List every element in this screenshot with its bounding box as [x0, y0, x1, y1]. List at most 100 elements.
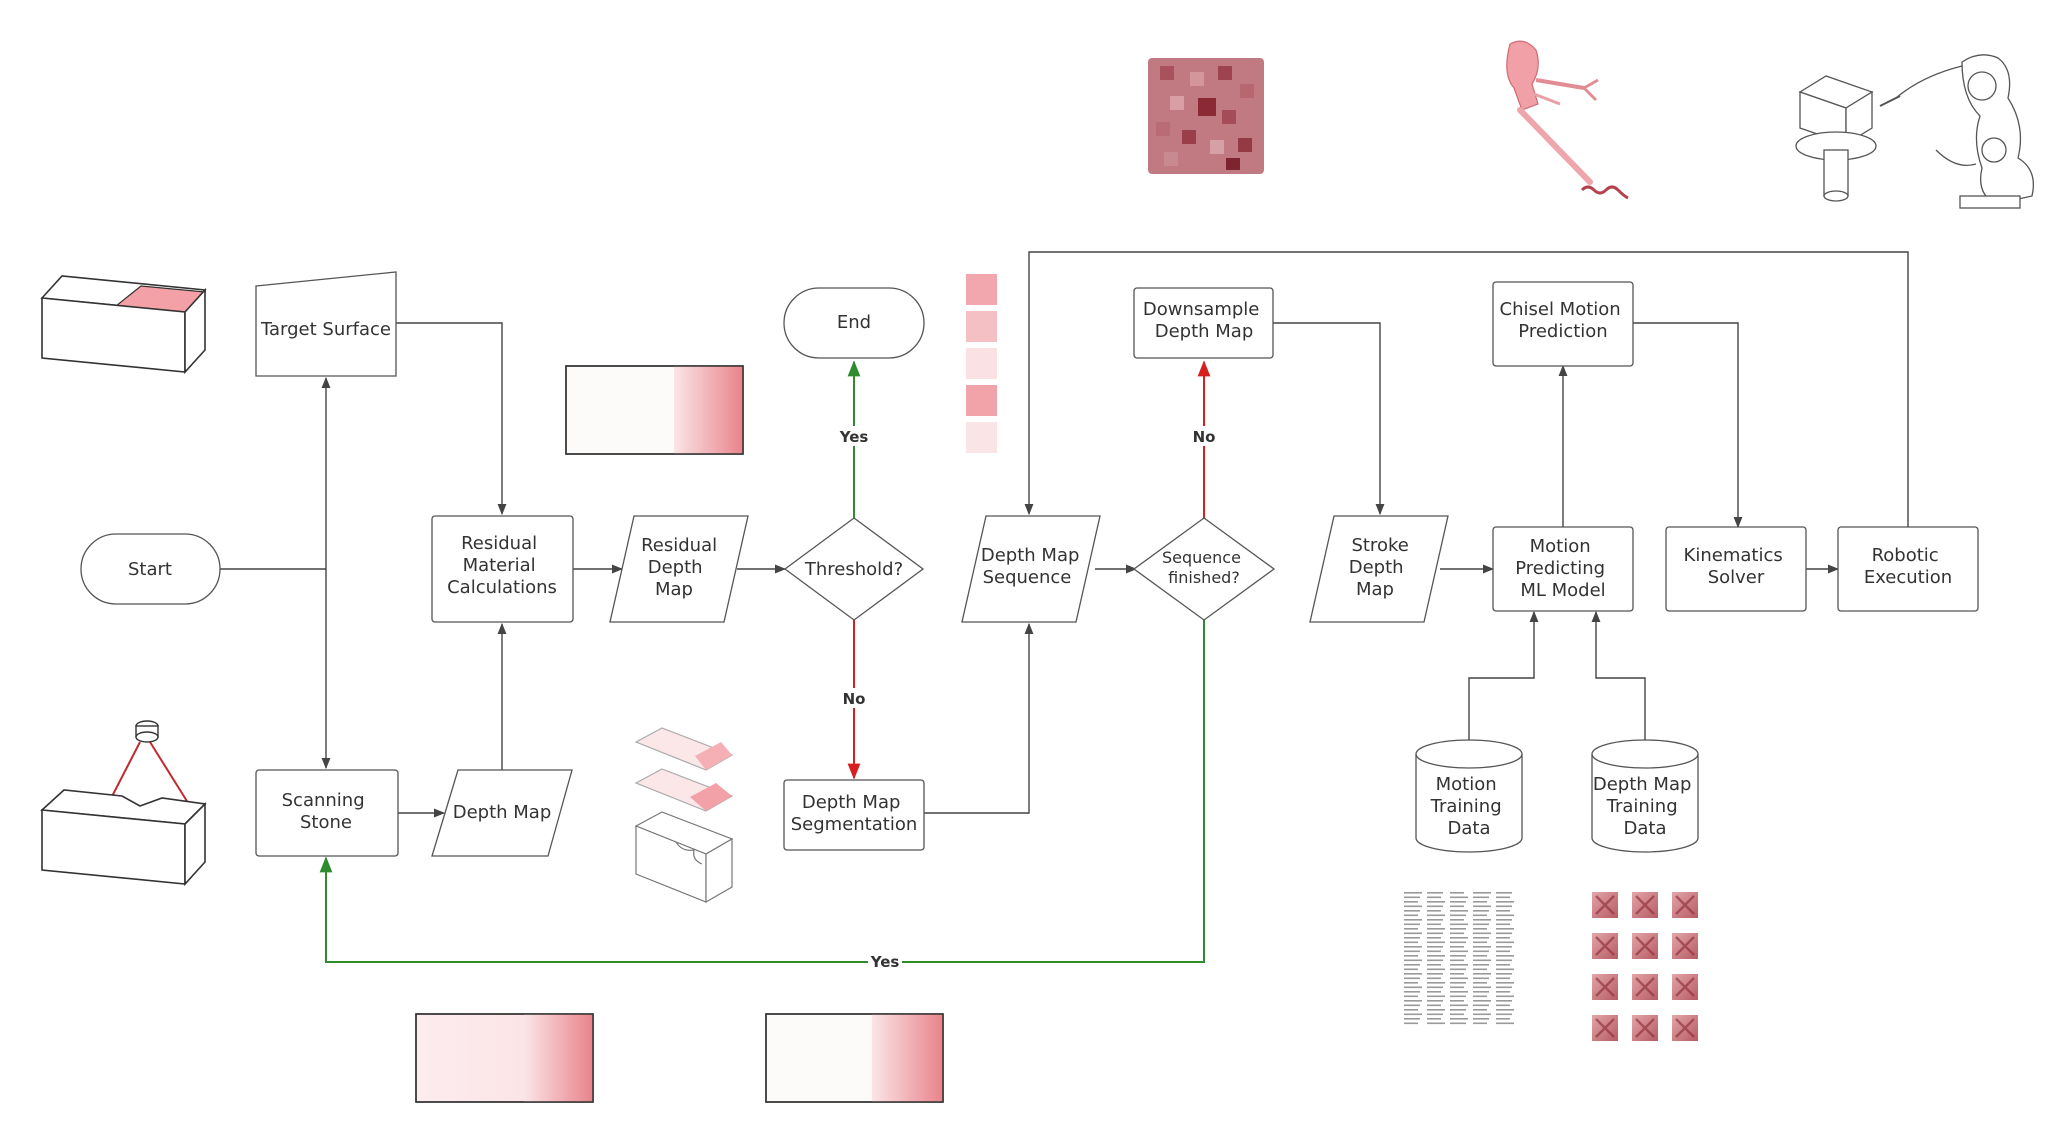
data-table-cell [1404, 1018, 1420, 1020]
data-table-cell [1450, 892, 1464, 894]
node-start-label: Start [128, 559, 172, 580]
data-table-cell [1450, 986, 1464, 989]
data-table-cell [1473, 1013, 1491, 1016]
data-table-cell [1450, 973, 1464, 975]
node-scanning-stone: Scanning Stone [255, 769, 399, 857]
data-table-cell [1404, 910, 1420, 912]
label-sequence-yes: Yes [870, 953, 900, 971]
data-table-cell [1404, 982, 1418, 984]
data-table-cell [1404, 941, 1418, 944]
data-table-cell [1473, 964, 1489, 966]
data-table-cell [1496, 977, 1510, 980]
data-table-cell [1450, 928, 1466, 930]
data-table-cell [1450, 1013, 1464, 1016]
data-table-cell [1427, 896, 1441, 899]
edge-target-residual [396, 322, 507, 516]
data-table-cell [1473, 1004, 1489, 1007]
data-table-cell [1473, 995, 1487, 998]
node-depth-map-segmentation-label: Depth Map Segmentation [791, 792, 918, 835]
data-table-cell [1427, 991, 1441, 993]
node-depth-training-data-label: Depth Map Training Data [1593, 774, 1697, 839]
data-table-cell [1473, 1009, 1487, 1011]
data-table-cell [1427, 919, 1443, 921]
data-table-cell [1450, 977, 1468, 980]
data-table-cell [1496, 914, 1514, 917]
data-table-cell [1404, 914, 1418, 917]
label-sequence-no: No [1193, 428, 1216, 446]
node-stroke-depth-map: Stroke Depth Map [1309, 515, 1449, 623]
data-table-cell [1496, 1018, 1510, 1020]
scanner-block-icon [40, 720, 207, 887]
node-stroke-depth-map-label: Stroke Depth Map [1349, 535, 1415, 600]
target-surface-block-icon [40, 275, 207, 375]
node-chisel-motion: Chisel Motion Prediction [1492, 281, 1634, 367]
data-table-cell [1473, 937, 1489, 939]
edge-finished-scanning [319, 620, 1205, 963]
data-table-cell [1473, 901, 1487, 903]
data-table-cell [1473, 955, 1487, 957]
data-table-cell [1427, 973, 1443, 975]
data-table-cell [1427, 928, 1445, 930]
node-downsample-depth-map-label: Downsample Depth Map [1143, 299, 1265, 342]
data-table-cell [1450, 1009, 1466, 1011]
node-motion-training-data-label: Motion Training Data [1430, 774, 1508, 839]
data-table-cell [1427, 923, 1441, 926]
edge-downsample-stroke [1273, 322, 1385, 516]
node-end-label: End [837, 312, 871, 333]
data-table-cell [1473, 1022, 1487, 1025]
edge-depthdata-model [1591, 610, 1646, 752]
data-table-cell [1496, 982, 1514, 984]
data-table-cell [1473, 896, 1489, 899]
pixel-depth-map-icon [1148, 58, 1264, 174]
node-downsample-depth-map: Downsample Depth Map [1133, 287, 1274, 359]
data-table-cell [1496, 937, 1510, 939]
label-threshold-yes: Yes [839, 428, 869, 446]
edge-segmentation-sequence [924, 622, 1034, 814]
data-table-cell [1427, 905, 1443, 908]
data-table-cell [1496, 910, 1510, 912]
data-table-cell [1496, 959, 1512, 962]
data-table-cell [1404, 986, 1422, 989]
chisel-tool-icon [1506, 40, 1629, 200]
connectors [220, 251, 1909, 818]
data-table-cell [1496, 973, 1512, 975]
data-table-cell [1404, 896, 1420, 899]
node-kinematics-solver: Kinematics Solver [1665, 526, 1807, 612]
data-table-cell [1496, 905, 1512, 908]
depth-tile-mark [1675, 895, 1695, 915]
depth-tile-mark [1675, 977, 1695, 997]
node-chisel-motion-label: Chisel Motion Prediction [1500, 299, 1627, 342]
data-table-cell [1496, 1004, 1510, 1007]
data-table-cell [1404, 959, 1422, 962]
data-table-cell [1404, 928, 1418, 930]
data-table-cell [1496, 941, 1514, 944]
data-table-cell [1404, 1000, 1422, 1002]
data-table-cell [1404, 1009, 1418, 1011]
data-table-cell [1473, 991, 1489, 993]
data-table-cell [1496, 896, 1510, 899]
depth-tile-mark [1595, 895, 1615, 915]
data-table-cell [1427, 892, 1443, 894]
data-table-cell [1427, 932, 1443, 935]
data-table-cell [1473, 919, 1491, 921]
data-table-cell [1496, 1022, 1514, 1025]
data-table-cell [1450, 1022, 1466, 1025]
data-table-cell [1404, 973, 1422, 975]
depth-tile-mark [1635, 936, 1655, 956]
data-table-cell [1427, 950, 1441, 953]
data-table-cell [1473, 968, 1487, 971]
data-table-cell [1404, 937, 1420, 939]
data-table-cell [1496, 919, 1512, 921]
data-table-cell [1427, 1022, 1445, 1025]
node-residual-material: Residual Material Calculations [431, 515, 574, 623]
data-table-cell [1473, 950, 1489, 953]
node-depth-map-sequence: Depth Map Sequence [961, 515, 1101, 623]
data-table-cell [1450, 896, 1468, 899]
data-table-cell [1450, 995, 1466, 998]
data-table-cell [1427, 955, 1445, 957]
data-table-cell [1404, 1013, 1422, 1016]
node-motion-model-label: Motion Predicting ML Model [1515, 536, 1611, 601]
data-table-cell [1473, 928, 1487, 930]
data-table-cell [1450, 1018, 1468, 1020]
node-depth-map-label: Depth Map [453, 802, 552, 823]
